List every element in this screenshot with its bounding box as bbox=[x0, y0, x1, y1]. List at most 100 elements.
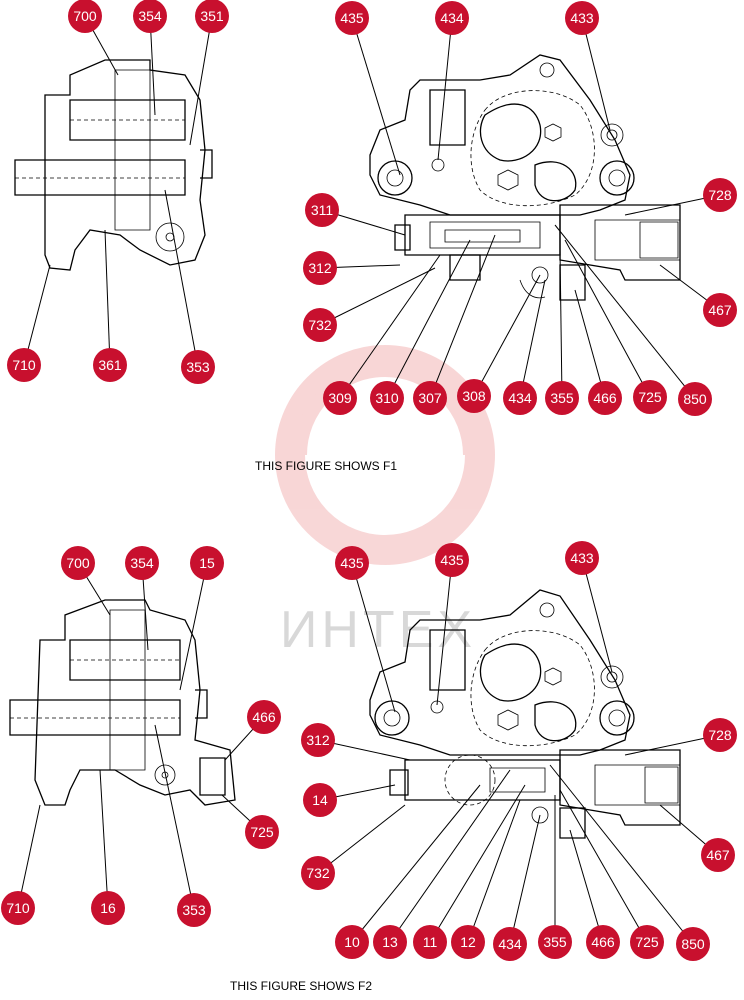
leader-line bbox=[437, 17, 453, 161]
callout-label: 466 bbox=[252, 709, 276, 725]
callout-label: 312 bbox=[306, 732, 330, 748]
leader-line bbox=[351, 17, 401, 176]
callout-435: 435 bbox=[335, 1, 369, 35]
callout-label: 466 bbox=[591, 934, 615, 950]
figure2-caption: THIS FIGURE SHOWS F2 bbox=[230, 979, 373, 993]
callout-badge bbox=[588, 381, 622, 415]
leader-line bbox=[436, 559, 453, 706]
leader-line bbox=[569, 829, 604, 943]
leader-line bbox=[319, 267, 436, 326]
callout-badge bbox=[565, 1, 599, 35]
callout-badge bbox=[323, 381, 357, 415]
callout-badge bbox=[703, 293, 737, 327]
callout-label: 467 bbox=[708, 302, 732, 318]
callout-badge bbox=[195, 0, 229, 33]
leader-line bbox=[351, 562, 396, 713]
callout-354: 354 bbox=[133, 0, 167, 33]
callout-label: 728 bbox=[708, 727, 732, 743]
callout-label: 355 bbox=[550, 390, 574, 406]
callout-label: 728 bbox=[708, 187, 732, 203]
callout-434: 434 bbox=[503, 381, 537, 415]
callout-label: 466 bbox=[593, 390, 617, 406]
leader-line bbox=[473, 274, 541, 397]
callout-728: 728 bbox=[703, 718, 737, 752]
callout-label: 725 bbox=[638, 389, 662, 405]
callout-badge bbox=[633, 380, 667, 414]
callout-badge bbox=[493, 927, 527, 961]
callout-label: 850 bbox=[681, 936, 705, 952]
callout-badge bbox=[435, 543, 469, 577]
callout-433: 433 bbox=[565, 541, 599, 575]
callout-353: 353 bbox=[181, 350, 215, 384]
callout-label: 10 bbox=[344, 934, 360, 950]
callout-badge bbox=[503, 381, 537, 415]
callout-467: 467 bbox=[701, 838, 735, 872]
callout-361: 361 bbox=[93, 348, 127, 382]
leader-line bbox=[189, 15, 213, 146]
callout-badge bbox=[676, 927, 710, 961]
callout-309: 309 bbox=[323, 381, 357, 415]
leader-line bbox=[339, 254, 441, 399]
callout-732: 732 bbox=[303, 308, 337, 342]
callout-11: 11 bbox=[413, 925, 447, 959]
callout-label: 361 bbox=[98, 357, 122, 373]
callout-badge bbox=[247, 700, 281, 734]
callout-label: 11 bbox=[423, 934, 438, 950]
callout-label: 467 bbox=[706, 847, 730, 863]
callout-badge bbox=[190, 546, 224, 580]
callout-badge bbox=[1, 891, 35, 925]
callout-label: 700 bbox=[66, 555, 90, 571]
callout-badge bbox=[335, 1, 369, 35]
callout-badge bbox=[678, 382, 712, 416]
callout-label: 308 bbox=[462, 388, 486, 404]
leader-line bbox=[549, 764, 694, 945]
callout-label: 435 bbox=[440, 552, 464, 568]
callout-312: 312 bbox=[303, 251, 337, 285]
callout-label: 725 bbox=[635, 934, 659, 950]
callout-badge bbox=[91, 891, 125, 925]
callout-label: 710 bbox=[6, 900, 30, 916]
callout-badge bbox=[303, 251, 337, 285]
callout-label: 14 bbox=[312, 792, 328, 808]
callout-353: 353 bbox=[177, 893, 211, 927]
leader-line bbox=[519, 279, 546, 399]
callout-725: 725 bbox=[245, 815, 279, 849]
leader-line bbox=[429, 234, 496, 399]
callout-351: 351 bbox=[195, 0, 229, 33]
callout-725: 725 bbox=[630, 925, 664, 959]
callout-label: 351 bbox=[200, 8, 224, 24]
leader-lines bbox=[17, 15, 721, 945]
callout-label: 311 bbox=[311, 202, 334, 218]
callout-badge bbox=[373, 925, 407, 959]
callout-badge bbox=[451, 925, 485, 959]
callout-850: 850 bbox=[678, 382, 712, 416]
callout-311: 311 bbox=[305, 193, 339, 227]
callout-label: 355 bbox=[543, 934, 567, 950]
callout-badge bbox=[303, 308, 337, 342]
callout-label: 15 bbox=[199, 555, 215, 571]
leader-line bbox=[386, 239, 471, 399]
leader-line bbox=[17, 804, 41, 909]
callout-badge bbox=[305, 193, 339, 227]
leader-line bbox=[164, 189, 199, 368]
callout-badge bbox=[435, 1, 469, 35]
watermark-gear-icon bbox=[275, 345, 495, 565]
callout-label: 732 bbox=[306, 865, 330, 881]
callout-435: 435 bbox=[435, 543, 469, 577]
callout-13: 13 bbox=[373, 925, 407, 959]
callout-badge bbox=[303, 783, 337, 817]
leader-line bbox=[99, 769, 109, 909]
callout-label: 312 bbox=[308, 260, 332, 276]
callout-badge bbox=[565, 541, 599, 575]
leader-line bbox=[554, 224, 696, 400]
callout-badge bbox=[93, 348, 127, 382]
callout-12: 12 bbox=[451, 925, 485, 959]
callout-badge bbox=[538, 925, 572, 959]
leader-line bbox=[104, 229, 111, 366]
callout-728: 728 bbox=[703, 178, 737, 212]
callout-label: 353 bbox=[186, 359, 210, 375]
leader-line bbox=[574, 289, 606, 399]
callout-label: 434 bbox=[498, 936, 522, 952]
callout-label: 16 bbox=[100, 900, 116, 916]
callout-badge bbox=[703, 178, 737, 212]
